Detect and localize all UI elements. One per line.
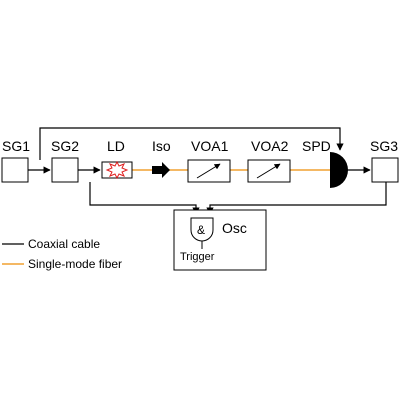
sg1-box — [1, 157, 29, 183]
and-gate-icon — [190, 217, 214, 242]
sg2-label: SG2 — [51, 138, 79, 154]
ld-block: LD — [101, 138, 133, 180]
spd-block: SPD — [302, 138, 348, 188]
ld-label: LD — [107, 138, 125, 154]
trigger-label: Trigger — [180, 251, 215, 263]
voa1-block: VOA1 — [187, 138, 231, 183]
spd-detector-icon — [330, 152, 348, 188]
and-gate-label: & — [197, 223, 205, 237]
voa2-attenuator-arrow-icon — [256, 163, 281, 179]
legend-coax-label: Coaxial cable — [28, 237, 100, 251]
legend-fiber-label: Single-mode fiber — [28, 257, 122, 271]
sg3-to-gate-cable — [206, 182, 387, 215]
sg1-block: SG1 — [1, 138, 30, 183]
osc-box — [173, 209, 267, 271]
iso-label: Iso — [152, 138, 171, 154]
voa1-label: VOA1 — [191, 138, 229, 154]
voa2-label: VOA2 — [251, 138, 289, 154]
sg3-box — [371, 157, 399, 183]
isolator-arrow-icon — [152, 162, 170, 178]
sg2-block: SG2 — [51, 138, 79, 183]
sg3-label: SG3 — [370, 138, 398, 154]
legend: Coaxial cable Single-mode fiber — [2, 237, 122, 271]
sg2-to-gate-cable — [89, 182, 200, 215]
voa1-attenuator-arrow-icon — [196, 163, 221, 179]
sg3-block: SG3 — [370, 138, 399, 183]
spd-label: SPD — [302, 138, 331, 154]
sg1-label: SG1 — [2, 138, 30, 154]
laser-star-icon — [105, 160, 129, 180]
voa2-block: VOA2 — [247, 138, 291, 183]
sg1-to-spd-cable — [39, 127, 344, 160]
osc-block: & Trigger Osc — [173, 209, 267, 271]
sg2-box — [51, 157, 79, 183]
osc-label: Osc — [222, 220, 247, 236]
iso-block: Iso — [152, 138, 171, 178]
